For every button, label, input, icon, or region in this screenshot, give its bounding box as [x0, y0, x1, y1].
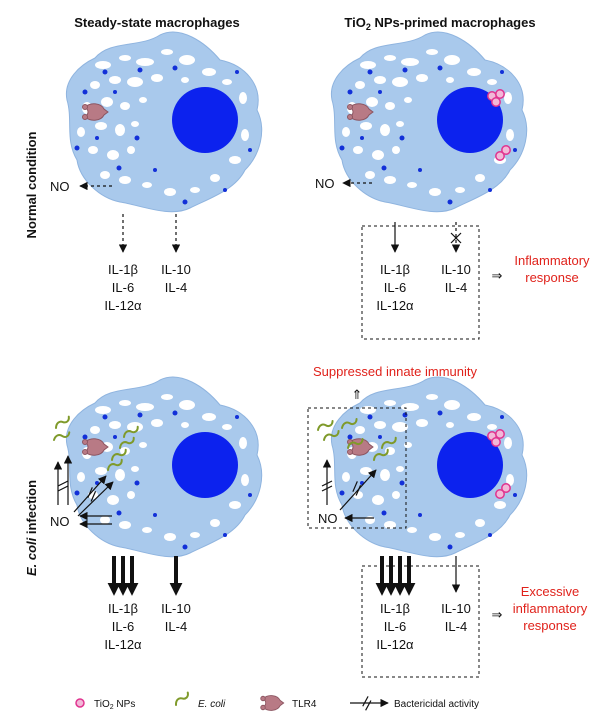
svg-text:IL-1β: IL-1β: [108, 601, 138, 616]
row-label-normal: Normal condition: [24, 131, 39, 238]
legend-tio2-label: TiO2 NPs: [94, 699, 135, 711]
up-arrow-icon: ⇑: [352, 387, 363, 402]
svg-text:IL-4: IL-4: [165, 619, 187, 634]
header-tio2-primed: TiO2 NPs-primed macrophages: [344, 15, 535, 32]
macrophage-cell: [330, 376, 528, 558]
tio2-nanoparticle-icon: [75, 698, 85, 708]
svg-text:IL-12α: IL-12α: [104, 637, 142, 652]
header-steady-state: Steady-state macrophages: [74, 15, 239, 30]
inflammatory-response-label: Inflammatory response: [514, 253, 590, 285]
svg-text:IL-10: IL-10: [161, 601, 191, 616]
legend-bactericidal-label: Bactericidal activity: [394, 699, 479, 710]
panel-steady-infection: NO IL-1β IL-6 IL-12α IL-10 IL-4: [50, 376, 263, 652]
macrophage-cell: [65, 376, 263, 558]
svg-text:response: response: [525, 270, 578, 285]
cytokine-dashed-box: [361, 225, 480, 340]
svg-text:IL-1β: IL-1β: [380, 601, 410, 616]
svg-text:IL-10: IL-10: [441, 262, 471, 277]
no-label: NO: [315, 176, 335, 191]
suppressed-immunity-label: Suppressed innate immunity: [313, 364, 478, 379]
bactericidal-hash-icon: [57, 480, 69, 492]
pro-cytokine-list: IL-1β IL-6 IL-12α: [104, 262, 142, 313]
anti-cytokine-list: IL-10 IL-4: [441, 262, 471, 295]
svg-text:inflammatory: inflammatory: [513, 601, 588, 616]
svg-text:IL-6: IL-6: [112, 280, 134, 295]
svg-text:Excessive: Excessive: [521, 584, 580, 599]
svg-text:IL-12α: IL-12α: [376, 298, 414, 313]
suppression-dashed-box: [307, 407, 407, 529]
svg-text:IL-12α: IL-12α: [104, 298, 142, 313]
tlr4-receptor-icon: [260, 695, 285, 711]
svg-text:IL-1β: IL-1β: [380, 262, 410, 277]
anti-cytokine-list: IL-10 IL-4: [441, 601, 471, 634]
implies-arrow-icon: ⇒: [492, 268, 503, 283]
panel-tio2-infection: Suppressed innate immunity ⇑ NO IL-1β IL…: [307, 364, 588, 678]
excessive-inflammatory-label: Excessive inflammatory response: [513, 584, 588, 633]
pro-cytokine-list: IL-1β IL-6 IL-12α: [104, 601, 142, 652]
legend: TiO2 NPs E. coli TLR4 Bactericidal activ…: [75, 690, 479, 711]
svg-text:IL-4: IL-4: [445, 280, 467, 295]
svg-text:response: response: [523, 618, 576, 633]
pro-cytokine-list: IL-1β IL-6 IL-12α: [376, 262, 414, 313]
blocked-x-icon: [450, 232, 462, 244]
svg-text:Inflammatory: Inflammatory: [514, 253, 590, 268]
panel-steady-normal: NO IL-1β IL-6 IL-12α IL-10 IL-4: [50, 31, 263, 313]
svg-text:IL-4: IL-4: [445, 619, 467, 634]
macrophage-cell: [330, 31, 528, 213]
pro-cytokine-list: IL-1β IL-6 IL-12α: [376, 601, 414, 652]
panel-tio2-normal: NO IL-1β IL-6 IL-12α IL-10 IL-4 ⇒ Inflam…: [315, 31, 590, 340]
svg-text:IL-4: IL-4: [165, 280, 187, 295]
ecoli-icon: [172, 690, 191, 707]
svg-text:IL-12α: IL-12α: [376, 637, 414, 652]
svg-text:IL-10: IL-10: [441, 601, 471, 616]
macrophage-cell: [65, 31, 263, 213]
row-label-infection: E. coli infection: [24, 480, 39, 576]
svg-text:IL-6: IL-6: [384, 619, 406, 634]
no-label: NO: [318, 511, 338, 526]
legend-ecoli-label: E. coli: [198, 699, 226, 710]
implies-arrow-icon: ⇒: [492, 607, 503, 622]
svg-text:IL-10: IL-10: [161, 262, 191, 277]
svg-text:IL-1β: IL-1β: [108, 262, 138, 277]
anti-cytokine-list: IL-10 IL-4: [161, 601, 191, 634]
svg-text:IL-6: IL-6: [384, 280, 406, 295]
no-label: NO: [50, 179, 70, 194]
anti-cytokine-list: IL-10 IL-4: [161, 262, 191, 295]
svg-text:IL-6: IL-6: [112, 619, 134, 634]
bactericidal-arrow: [77, 481, 114, 517]
no-label: NO: [50, 514, 70, 529]
legend-tlr4-label: TLR4: [292, 699, 317, 710]
